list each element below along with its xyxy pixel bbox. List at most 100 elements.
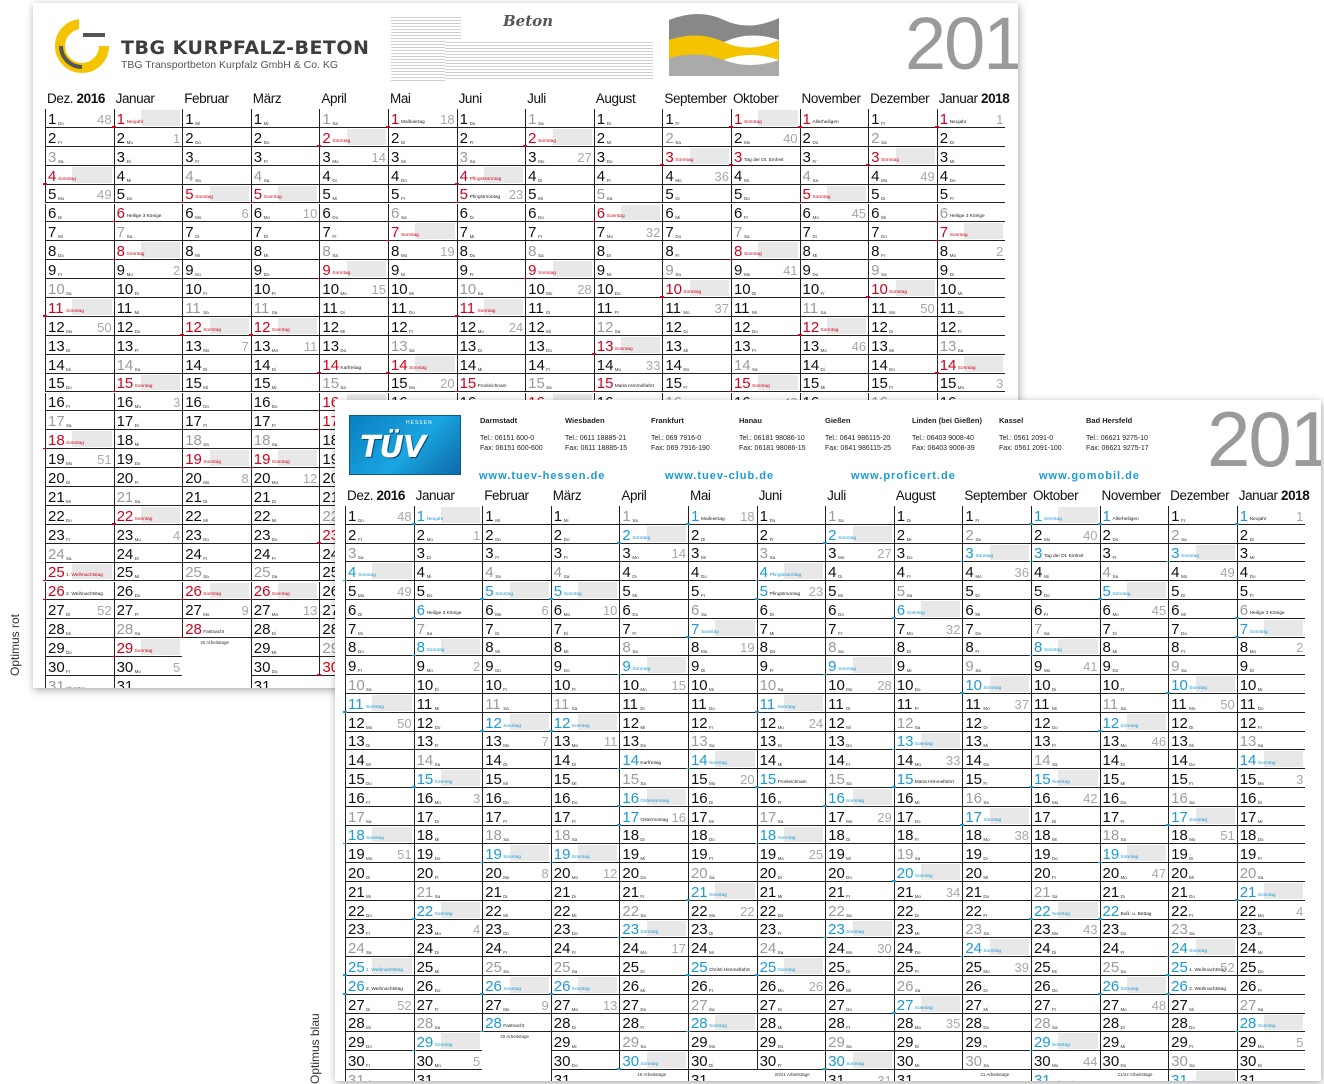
day-number: 3: [459, 148, 468, 166]
weekday-abbr: Do: [769, 517, 776, 523]
day-number: 14: [185, 356, 202, 374]
weekday-abbr: Mi: [640, 987, 646, 993]
day-number: 15: [939, 375, 957, 393]
day-number: 14: [528, 356, 545, 374]
website-link[interactable]: www.tuev-club.de: [665, 470, 775, 482]
weekday-abbr: Sa: [838, 649, 844, 655]
day-number: 27: [116, 602, 134, 620]
weekday-abbr: Mo: [271, 479, 279, 485]
week-number: 20: [740, 771, 755, 787]
day-number: 24: [253, 545, 271, 563]
holiday-label: Sonntag: [700, 629, 719, 635]
website-link[interactable]: www.gomobil.de: [1039, 470, 1140, 482]
holiday-label: Sonntag: [126, 252, 145, 258]
weekday-abbr: Do: [134, 593, 141, 599]
holiday-label: Sonntag: [777, 704, 796, 710]
holiday-label: Sonntag: [134, 516, 153, 522]
day-number: 16: [896, 789, 914, 807]
sunday-tick: [1166, 993, 1171, 995]
weekday-abbr: Mi: [1189, 874, 1194, 880]
day-number: 1: [253, 110, 263, 128]
weekday-abbr: Sa: [777, 950, 784, 956]
website-link[interactable]: www.tuev-hessen.de: [479, 470, 606, 482]
day-number: 9: [965, 658, 974, 676]
day-number: 3: [828, 545, 837, 563]
sunday-tick: [728, 258, 733, 261]
weekday-abbr: Sa: [983, 799, 989, 805]
weekday-abbr: Sa: [1112, 574, 1119, 580]
weekday-abbr: Mo: [983, 968, 990, 974]
sunday-tick: [480, 1030, 485, 1033]
sunday-tick: [43, 183, 47, 185]
day-number: 22: [1102, 902, 1120, 920]
day-number: 13: [348, 733, 365, 751]
holiday-label: Fastnacht: [503, 1024, 525, 1030]
day-cell: 31Silvester: [345, 1070, 414, 1081]
day-number: 2: [896, 526, 906, 544]
day-number: 8: [622, 639, 631, 657]
holiday-label: Sonntag: [358, 573, 376, 579]
day-number: 21: [690, 883, 708, 901]
month-label: Oktober: [1032, 488, 1079, 503]
sunday-shade: [140, 639, 181, 656]
weekday-abbr: Mi: [66, 631, 71, 637]
weekday-abbr: Mo: [675, 177, 682, 183]
weekday-abbr: Mi: [58, 234, 63, 240]
weekday-abbr: Sa: [975, 668, 981, 674]
month-label: Januar: [1238, 488, 1278, 503]
weekday-abbr: Mo: [777, 724, 784, 730]
sunday-tick: [1166, 974, 1171, 976]
day-number: 29: [322, 640, 340, 658]
sunday-shade: [826, 317, 867, 334]
month-label: Dez.: [347, 488, 374, 503]
holiday-label: Sonntag: [846, 930, 865, 936]
day-number: 18: [253, 432, 271, 450]
weekday-abbr: Sa: [366, 950, 372, 956]
day-number: 8: [759, 639, 768, 657]
day-number: 10: [390, 280, 408, 298]
website-link[interactable]: www.proficert.de: [851, 470, 956, 482]
day-number: 9: [759, 658, 768, 676]
holiday-label: Heilige 3 Könige: [949, 214, 985, 220]
holiday-label: Maifeiertag: [700, 516, 725, 522]
weekday-abbr: Do: [846, 1006, 852, 1012]
weekday-abbr: Sa: [769, 555, 776, 561]
sunday-tick: [960, 824, 965, 826]
holiday-label: Heilige 3 Könige: [1249, 610, 1285, 616]
day-number: 5: [185, 186, 194, 204]
weekday-abbr: Mi: [546, 328, 551, 334]
weekday-abbr: Mi: [777, 1025, 783, 1031]
weekday-abbr: Mi: [271, 385, 277, 391]
day-number: 19: [1239, 846, 1257, 864]
weekday-abbr: Mi: [812, 253, 818, 259]
day-number: 9: [828, 658, 837, 676]
day-number: 10: [828, 676, 845, 694]
month-label: März: [252, 91, 282, 106]
